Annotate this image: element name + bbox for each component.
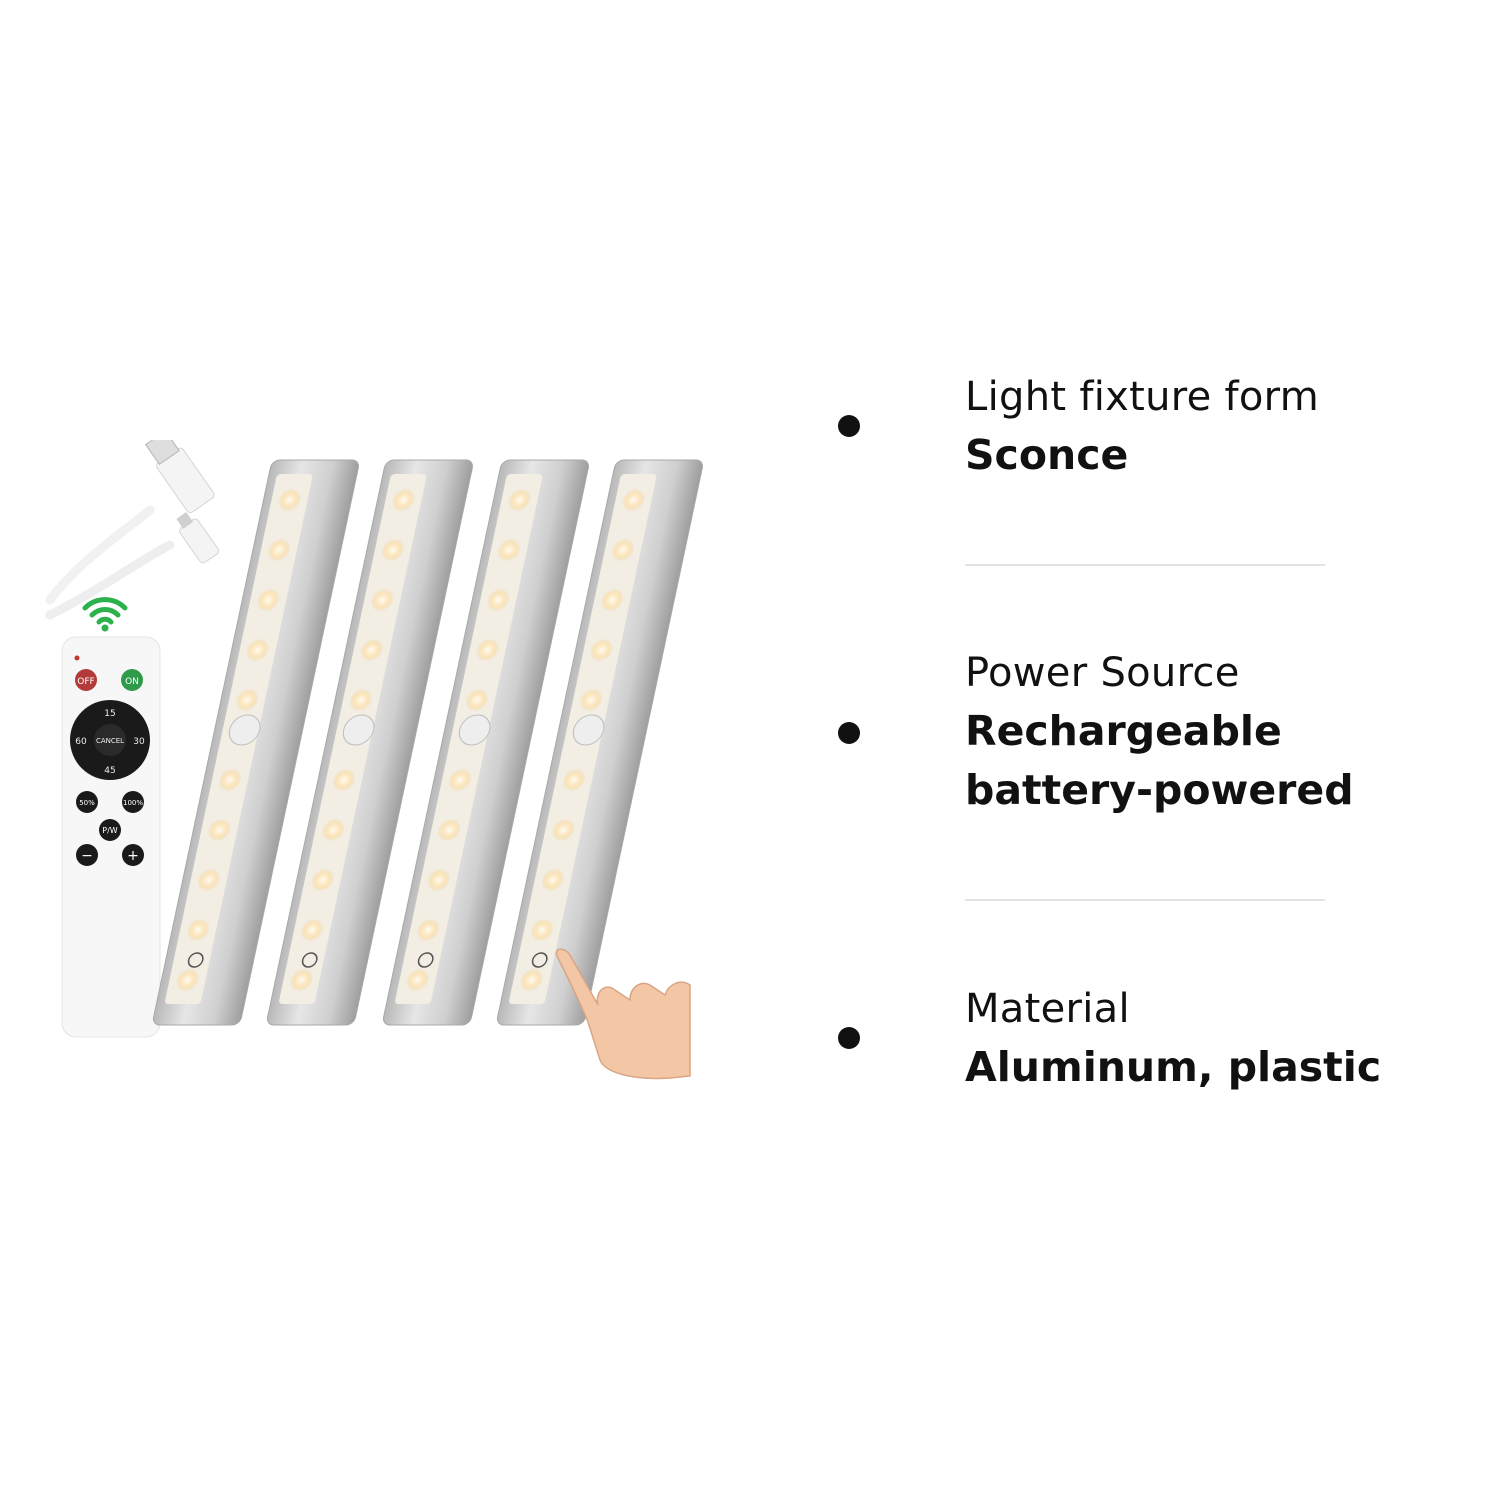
led-icon [311, 869, 334, 891]
led-icon [465, 689, 489, 711]
spec-label: Material [965, 986, 1130, 1032]
led-icon [256, 589, 280, 611]
led-icon [197, 869, 220, 891]
led-icon [349, 689, 373, 711]
led-icon [176, 969, 199, 991]
led-icon [322, 819, 345, 841]
spec-label: Light fixture form [965, 374, 1319, 420]
led-icon [186, 919, 210, 941]
led-icon [438, 819, 461, 841]
led-icon [622, 489, 645, 511]
brightness-100-label: 100% [123, 799, 143, 807]
micro-usb-plug-icon [176, 512, 220, 564]
wifi-icon [82, 597, 128, 632]
timer-15-label: 15 [104, 709, 115, 719]
power-button-icon [187, 952, 204, 968]
led-icon [360, 639, 383, 661]
led-icon [300, 919, 324, 941]
led-icon [579, 689, 603, 711]
power-button-icon [531, 952, 548, 968]
product-image: OFF ON 15 60 30 45 CANCEL 50% 100% P/W −… [40, 440, 710, 1090]
on-button-label: ON [125, 677, 139, 687]
led-icon [541, 869, 564, 891]
led-icon [497, 539, 521, 561]
led-icon [406, 969, 429, 991]
led-icon [552, 819, 575, 841]
off-button[interactable] [75, 669, 97, 691]
led-icon [332, 769, 356, 791]
light-bar [496, 459, 703, 1026]
motion-sensor-icon [458, 714, 491, 746]
light-bars [152, 459, 703, 1026]
pw-button[interactable] [99, 819, 121, 841]
led-icon [370, 589, 394, 611]
brightness-50-label: 50% [79, 799, 95, 807]
led-icon [290, 969, 313, 991]
usb-a-plug-icon [144, 440, 215, 514]
led-icon [476, 639, 499, 661]
indicator-led [74, 655, 80, 661]
led-icon [416, 919, 440, 941]
pw-label: P/W [102, 826, 118, 835]
led-icon [520, 969, 543, 991]
brightness-50-button[interactable] [76, 791, 98, 813]
remote-control: OFF ON 15 60 30 45 CANCEL 50% 100% P/W −… [61, 636, 161, 1038]
led-icon [218, 769, 242, 791]
minus-label: − [81, 848, 93, 864]
led-icon [427, 869, 450, 891]
timer-45-label: 45 [104, 766, 115, 776]
hand-icon [555, 948, 691, 1080]
led-icon [486, 589, 510, 611]
bullet-icon [838, 722, 860, 744]
led-icon [246, 639, 269, 661]
minus-button[interactable] [76, 844, 98, 866]
divider [965, 899, 1325, 901]
spec-value: Sconce [965, 431, 1129, 479]
led-icon [508, 489, 531, 511]
usb-cable [45, 440, 220, 620]
led-icon [530, 919, 554, 941]
product-illustration: OFF ON 15 60 30 45 CANCEL 50% 100% P/W −… [45, 440, 703, 1080]
divider [965, 564, 1325, 566]
cancel-button[interactable] [94, 724, 126, 756]
brightness-100-button[interactable] [122, 791, 144, 813]
led-icon [267, 539, 291, 561]
led-icon [590, 639, 613, 661]
power-button-icon [417, 952, 434, 968]
motion-sensor-icon [228, 714, 261, 746]
plus-label: + [127, 848, 139, 864]
led-icon [208, 819, 231, 841]
led-icon [392, 489, 415, 511]
spec-value: Aluminum, plastic [965, 1043, 1382, 1091]
led-icon [381, 539, 405, 561]
spec-label: Power Source [965, 650, 1240, 696]
led-icon [235, 689, 259, 711]
bullet-icon [838, 415, 860, 437]
led-icon [562, 769, 586, 791]
led-icon [611, 539, 635, 561]
cancel-label: CANCEL [96, 737, 124, 745]
bullet-icon [838, 1027, 860, 1049]
motion-sensor-icon [572, 714, 605, 746]
timer-60-label: 60 [75, 737, 87, 747]
light-bar [152, 459, 359, 1026]
led-icon [448, 769, 472, 791]
led-icon [600, 589, 624, 611]
plus-button[interactable] [122, 844, 144, 866]
power-button-icon [301, 952, 318, 968]
light-bar [382, 459, 589, 1026]
on-button[interactable] [121, 669, 143, 691]
timer-30-label: 30 [133, 737, 145, 747]
off-button-label: OFF [77, 677, 94, 687]
motion-sensor-icon [342, 714, 375, 746]
light-bar [266, 459, 473, 1026]
led-icon [278, 489, 301, 511]
spec-value: Rechargeable battery-powered [965, 707, 1354, 814]
